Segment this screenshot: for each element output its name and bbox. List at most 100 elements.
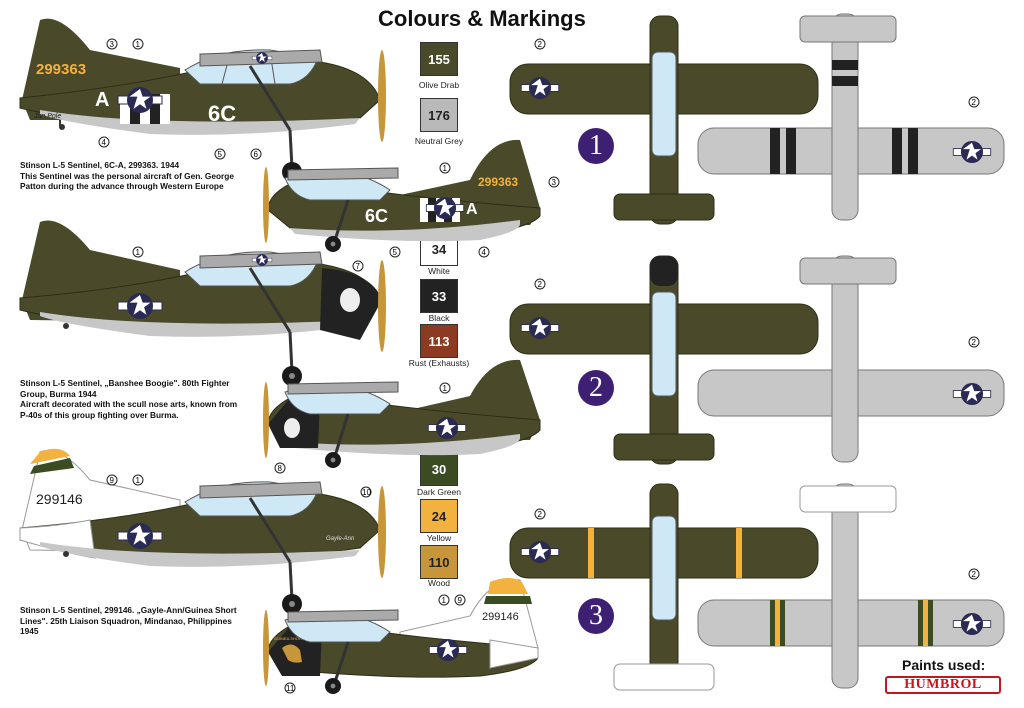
- scheme-2-bottom-view: [697, 255, 1005, 463]
- svg-text:11: 11: [286, 684, 295, 693]
- swatch-code: 34: [431, 241, 447, 257]
- tail-number: 299363: [478, 175, 518, 189]
- callout-1: 1: [439, 162, 451, 174]
- caption-line: 1945: [20, 626, 39, 636]
- svg-text:4: 4: [102, 138, 107, 147]
- swatch-label: Black: [428, 313, 450, 323]
- callout-5: 5: [214, 148, 226, 160]
- scheme-number-3: 3: [578, 598, 614, 634]
- caption-line: Group, Burma 1944: [20, 388, 97, 399]
- caption-line: Lines". 25th Liaison Squadron, Mindanao,…: [20, 615, 232, 626]
- scheme-number-2: 2: [578, 370, 614, 406]
- scheme-1-bottom-view: [697, 13, 1005, 221]
- swatch-neutral-grey: 176: [420, 98, 458, 132]
- svg-text:2: 2: [972, 338, 977, 347]
- callout-8: 8: [274, 462, 286, 474]
- swatch-code: 24: [431, 508, 447, 524]
- svg-text:5: 5: [393, 248, 398, 257]
- swatch-label: Rust (Exhausts): [408, 358, 470, 368]
- swatch-label: Dark Green: [417, 487, 461, 497]
- scheme-2-side-view-right: [263, 359, 541, 468]
- fuselage-code: 6C: [365, 206, 388, 226]
- svg-text:9: 9: [110, 476, 115, 485]
- fuselage-letter: A: [466, 201, 478, 218]
- svg-text:1: 1: [443, 164, 448, 173]
- svg-text:2: 2: [538, 40, 543, 49]
- svg-text:2: 2: [972, 570, 977, 579]
- caption-line: Aircraft decorated with the scull nose a…: [20, 399, 238, 409]
- swatch-code: 110: [428, 554, 450, 570]
- callout-5: 5: [389, 246, 401, 258]
- scheme-3-side-view-right: GUINEA SHORT LINES 299146: [263, 578, 539, 694]
- swatch-label: White: [428, 266, 450, 276]
- scheme-3-top-view: [509, 483, 819, 691]
- caption-line: Stinson L-5 Sentinel, „Banshee Boogie". …: [20, 378, 230, 388]
- callout-1: 1: [132, 474, 144, 486]
- page-title: Colours & Markings: [378, 6, 586, 31]
- scheme-2-top-view: [509, 255, 819, 465]
- caption-line: P-40s of this group fighting over Burma.: [20, 409, 179, 420]
- swatch-rust: 113: [420, 324, 458, 358]
- svg-text:1: 1: [136, 40, 141, 49]
- scheme-3-caption: Stinson L-5 Sentinel, 299146. „Gayle-Ann…: [20, 605, 265, 637]
- svg-text:1: 1: [136, 476, 141, 485]
- callout-2: 2: [968, 568, 980, 580]
- callout-markers: 3 1 4 5 6 1 3 5 4 1 7 1 8 9 1 10 1 9 11 …: [98, 38, 980, 694]
- scheme-1-side-view-left: A 6C 299363 Jan Pole: [19, 18, 386, 182]
- swatch-code: 30: [431, 461, 447, 477]
- callout-4: 4: [98, 136, 110, 148]
- callout-2: 2: [968, 96, 980, 108]
- svg-text:2: 2: [972, 98, 977, 107]
- scheme-2-side-view-left: [19, 220, 386, 386]
- swatch-code: 176: [428, 107, 450, 123]
- swatch-label: Wood: [427, 578, 451, 588]
- swatch-label: Yellow: [426, 533, 452, 543]
- signature: Jan Pole: [33, 113, 61, 120]
- humbrol-logo: HUMBROL: [885, 676, 1001, 694]
- svg-text:2: 2: [538, 510, 543, 519]
- svg-text:2: 2: [538, 280, 543, 289]
- swatch-wood: 110: [420, 545, 458, 579]
- callout-3: 3: [548, 176, 560, 188]
- scheme-2-caption: Stinson L-5 Sentinel, „Banshee Boogie". …: [20, 378, 265, 420]
- caption-line: Stinson L-5 Sentinel, 299146. „Gayle-Ann…: [20, 605, 237, 615]
- swatch-code: 33: [431, 288, 447, 304]
- nose-art-text: Gayle-Ann: [326, 536, 355, 542]
- svg-text:8: 8: [278, 464, 283, 473]
- swatch-label: Neutral Grey: [414, 136, 464, 146]
- tail-number: 299146: [482, 611, 519, 623]
- svg-text:6: 6: [254, 150, 259, 159]
- tail-number: 299146: [36, 491, 83, 507]
- scheme-1-top-view: [509, 15, 819, 225]
- callout-4: 4: [478, 246, 490, 258]
- callout-2: 2: [968, 336, 980, 348]
- fuselage-letter: A: [95, 89, 109, 111]
- callout-1: 1: [132, 38, 144, 50]
- swatch-code: 155: [428, 51, 450, 67]
- svg-text:5: 5: [218, 150, 223, 159]
- callout-1: 1: [438, 594, 450, 606]
- scheme-1-caption: Stinson L-5 Sentinel, 6C-A, 299363. 1944…: [20, 160, 245, 192]
- caption-line: This Sentinel was the personal aircraft …: [20, 170, 234, 181]
- svg-text:4: 4: [482, 248, 487, 257]
- svg-text:3: 3: [552, 178, 557, 187]
- svg-text:9: 9: [458, 596, 463, 605]
- callout-1: 1: [439, 382, 451, 394]
- svg-text:1: 1: [136, 248, 141, 257]
- callout-3: 3: [106, 38, 118, 50]
- swatch-label: Olive Drab: [418, 80, 460, 90]
- callout-2: 2: [534, 278, 546, 290]
- callout-9: 9: [106, 474, 118, 486]
- callout-7: 7: [352, 260, 364, 272]
- svg-text:7: 7: [356, 262, 361, 271]
- callout-2: 2: [534, 38, 546, 50]
- tail-number: 299363: [36, 61, 86, 78]
- scheme-number-1: 1: [578, 128, 614, 164]
- svg-text:1: 1: [442, 596, 447, 605]
- fuselage-code: 6C: [208, 101, 236, 126]
- scheme-3-side-view-left: 299146 Gayle-Ann: [19, 448, 386, 614]
- caption-line: Patton during the advance through Wester…: [20, 181, 224, 191]
- scheme-3-bottom-view: [697, 483, 1005, 689]
- svg-text:1: 1: [443, 384, 448, 393]
